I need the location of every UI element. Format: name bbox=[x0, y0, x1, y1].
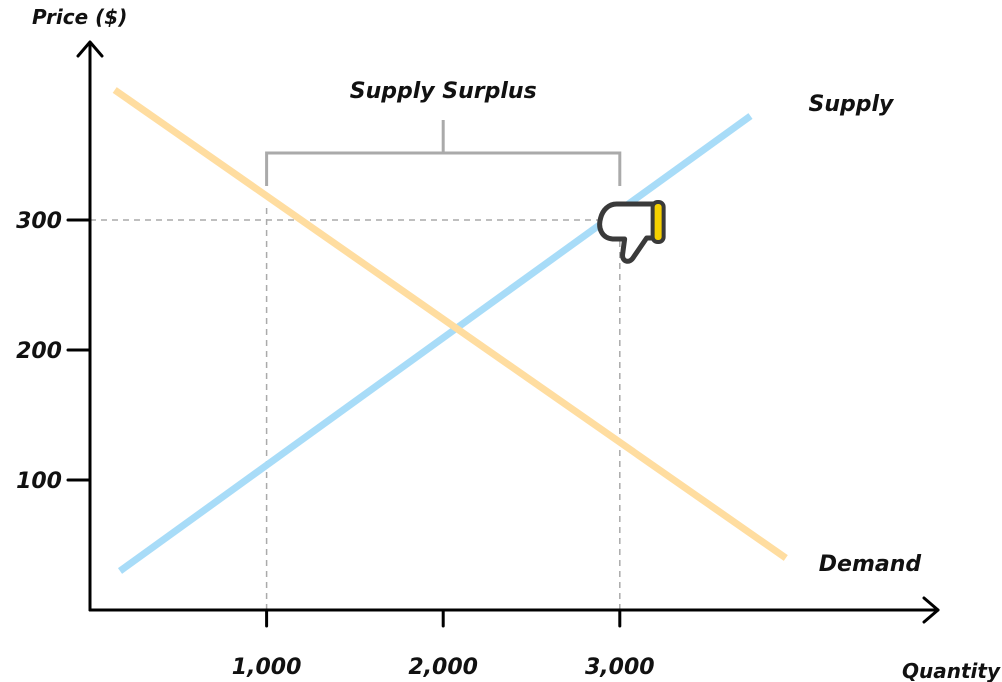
supply-surplus-label: Supply Surplus bbox=[350, 79, 537, 104]
y-tick-label: 100 bbox=[16, 469, 62, 494]
axes bbox=[76, 40, 940, 624]
x-tick-label: 1,000 bbox=[232, 655, 302, 680]
ticks: 1,000 2,000 3,000 100 200 300 bbox=[16, 209, 655, 680]
x-tick-label: 2,000 bbox=[408, 655, 478, 680]
supply-line bbox=[117, 113, 753, 574]
supply-label: Supply bbox=[808, 92, 895, 117]
thumbs-down-icon bbox=[597, 200, 666, 264]
x-axis-title: Quantity bbox=[902, 659, 1001, 682]
y-tick-label: 300 bbox=[16, 209, 62, 234]
demand-line bbox=[112, 87, 788, 561]
supply-surplus-bracket bbox=[265, 120, 622, 186]
icons bbox=[597, 200, 666, 264]
demand-label: Demand bbox=[819, 552, 922, 577]
y-axis-title: Price ($) bbox=[32, 5, 127, 29]
reference-lines bbox=[90, 208, 621, 610]
y-tick-label: 200 bbox=[16, 339, 62, 364]
x-tick-label: 3,000 bbox=[585, 655, 655, 680]
y-axis-arrowhead bbox=[76, 40, 104, 58]
annotations: Supply Surplus bbox=[265, 79, 622, 186]
series-lines bbox=[112, 87, 788, 574]
x-axis-arrowhead bbox=[922, 596, 940, 624]
